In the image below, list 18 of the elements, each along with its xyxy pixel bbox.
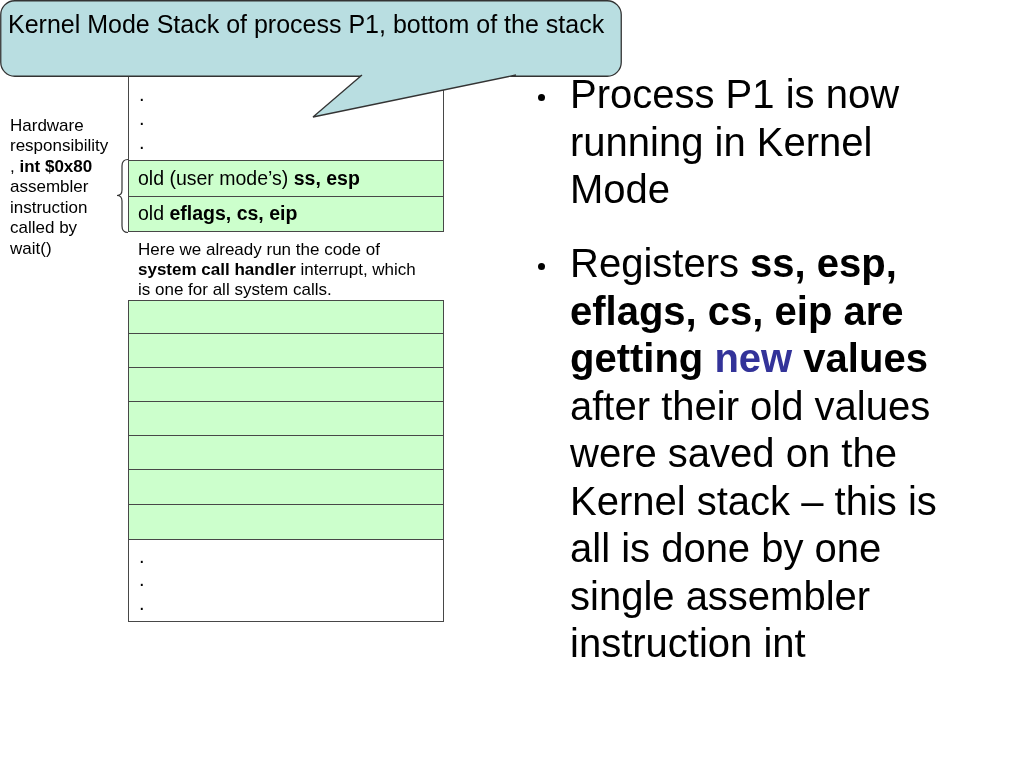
register-label: old eflags, cs, eip: [138, 202, 298, 226]
stack-slot: [128, 367, 444, 403]
stack-slot: [128, 333, 444, 369]
stack-slot: [128, 435, 444, 471]
callout-text: Kernel Mode Stack of process P1, bottom of the stack: [8, 9, 605, 39]
stack-slot: [128, 299, 444, 335]
stack-slot: [128, 401, 444, 437]
bullet-text: Registers ss, esp, eflags, cs, eip are getting new values after their old values were saved on the Kernel stack – this is all is done by one single assembler instruction int: [570, 240, 938, 667]
bullet-text: Process P1 is now running in Kernel Mode: [570, 71, 901, 213]
note-text: Here we already run the code of system call handler interrupt, which is one for all system calls.: [138, 240, 417, 300]
ellipsis-text: . . .: [139, 544, 145, 615]
stack-slot: [128, 469, 444, 505]
ellipsis-text: . . .: [139, 81, 145, 154]
stack-slot: [128, 539, 444, 622]
register-label: old (user mode’s) ss, esp: [138, 166, 360, 190]
stack-slot: [128, 195, 444, 232]
stack-slot: [128, 159, 444, 197]
note-text: Hardware responsibility , int $0x80 assembler instruction called by wait(): [10, 115, 110, 259]
